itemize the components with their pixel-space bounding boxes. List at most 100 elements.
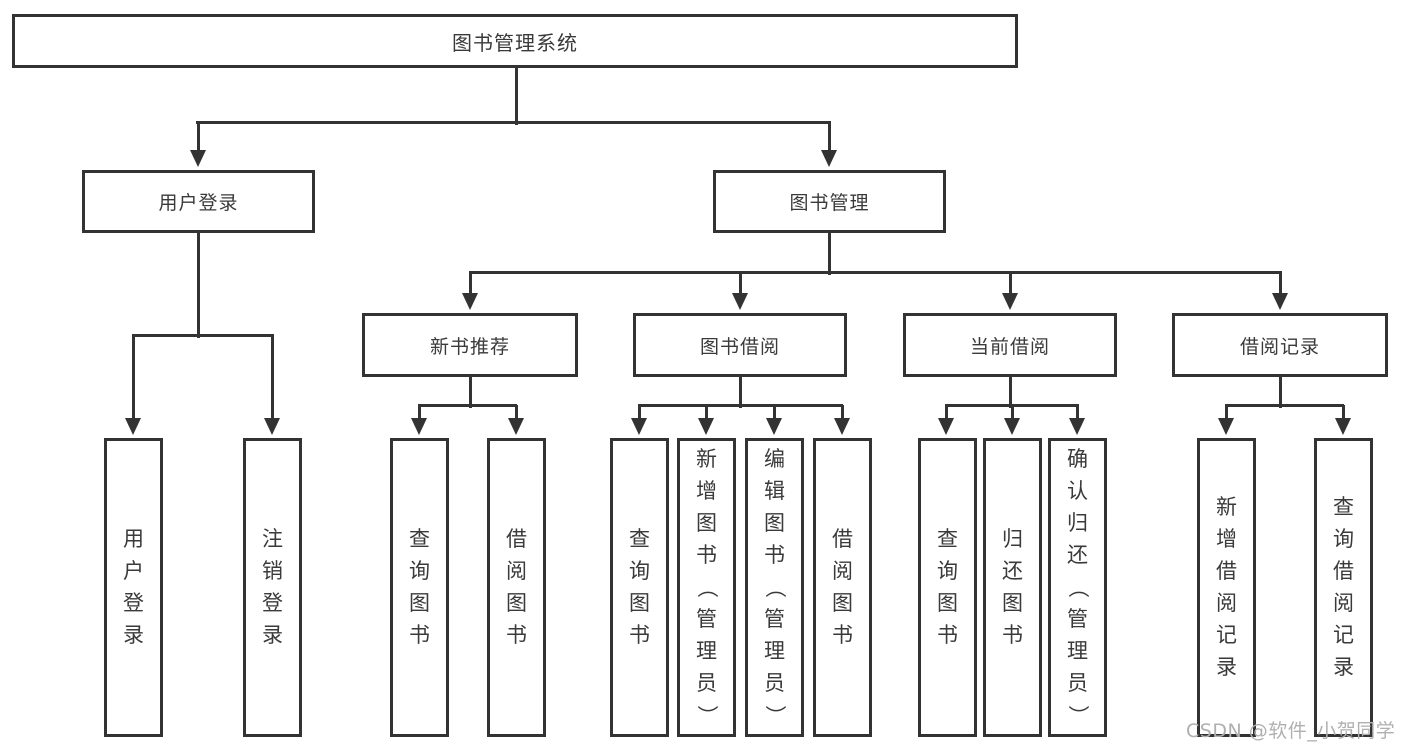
connector-arrow-stub	[841, 405, 844, 420]
node-label: 图书管理	[789, 192, 870, 214]
leaf-label-char: 理	[1067, 639, 1088, 663]
leaf-label-char: 查	[1333, 495, 1354, 519]
leaf-label-char: 阅	[1216, 591, 1237, 615]
leaf-label-char: 图	[696, 511, 717, 535]
arrowhead-down-icon	[1069, 418, 1085, 435]
leaf-label-char: 增	[696, 479, 717, 503]
leaf-label-char: 录	[1216, 655, 1237, 679]
connector-arrow-stub	[773, 405, 776, 420]
leaf-label-char: 编	[764, 447, 785, 471]
leaf-label-char: 书	[764, 543, 785, 567]
leaf-label-char: 确	[1067, 447, 1088, 471]
arrowhead-down-icon	[264, 418, 280, 435]
leaf-label-char: 查	[409, 527, 430, 551]
leaf-label-char: 理	[696, 639, 717, 663]
connector-vline	[515, 68, 518, 125]
connector-vline	[828, 233, 831, 275]
leaf-query-borrow-record: 查询借阅记录	[1314, 438, 1373, 737]
connector-arrow-stub	[638, 405, 641, 420]
connector-hline	[418, 404, 517, 407]
arrowhead-down-icon	[190, 150, 206, 167]
leaf-label-char: 员	[696, 671, 717, 695]
arrowhead-down-icon	[1002, 293, 1018, 310]
connector-arrow-stub	[271, 335, 274, 420]
node-user-login: 用户登录	[82, 170, 315, 233]
leaf-label-char: 记	[1216, 623, 1237, 647]
watermark-text: CSDN @软件_小贺同学	[1186, 720, 1396, 742]
leaf-label-char: 借	[506, 527, 527, 551]
connector-vline	[197, 233, 200, 338]
arrowhead-down-icon	[631, 418, 647, 435]
leaf-label-char: 询	[629, 559, 650, 583]
connector-hline	[196, 121, 831, 124]
leaf-query-books-borrow: 查询图书	[610, 438, 669, 737]
connector-arrow-stub	[197, 122, 200, 152]
arrowhead-down-icon	[508, 418, 524, 435]
leaf-label-char: 书	[629, 623, 650, 647]
connector-arrow-stub	[418, 405, 421, 420]
connector-arrow-stub	[1011, 405, 1014, 420]
leaf-label-char: 书	[937, 623, 958, 647]
arrowhead-down-icon	[834, 418, 850, 435]
arrowhead-down-icon	[732, 293, 748, 310]
connector-arrow-stub	[1009, 272, 1012, 295]
arrowhead-down-icon	[462, 293, 478, 310]
leaf-borrow-books-borrow: 借阅图书	[813, 438, 872, 737]
leaf-label-char: 员	[764, 671, 785, 695]
leaf-label-char: 理	[764, 639, 785, 663]
arrowhead-down-icon	[411, 418, 427, 435]
leaf-label-char: 询	[409, 559, 430, 583]
connector-vline	[1009, 377, 1012, 408]
leaf-label-char: 书	[409, 623, 430, 647]
leaf-label-char: 书	[832, 623, 853, 647]
leaf-logout: 注销登录	[243, 438, 302, 737]
connector-arrow-stub	[705, 405, 708, 420]
leaf-label-char: 查	[629, 527, 650, 551]
node-library-management-system: 图书管理系统	[12, 14, 1018, 68]
leaf-label-char: 询	[937, 559, 958, 583]
leaf-label-char: 管	[1067, 607, 1088, 631]
leaf-label-char: 图	[832, 591, 853, 615]
leaf-label-char: 还	[1067, 543, 1088, 567]
node-label: 借阅记录	[1239, 335, 1320, 358]
leaf-query-books-recommend: 查询图书	[390, 438, 449, 737]
leaf-label-char: 图	[629, 591, 650, 615]
node-label: 图书管理系统	[452, 30, 578, 55]
leaf-label-char: 书	[1002, 623, 1023, 647]
connector-hline	[469, 271, 1282, 274]
leaf-label-char: 书	[506, 623, 527, 647]
node-borrow-records: 借阅记录	[1172, 313, 1388, 377]
connector-vline	[739, 377, 742, 408]
connector-arrow-stub	[132, 335, 135, 420]
leaf-label-char: 注	[262, 527, 283, 551]
connector-arrow-stub	[1342, 405, 1345, 420]
leaf-label-char: 员	[1067, 671, 1088, 695]
connector-arrow-stub	[945, 405, 948, 420]
arrowhead-down-icon	[766, 418, 782, 435]
arrowhead-down-icon	[125, 418, 141, 435]
connector-hline	[132, 334, 274, 337]
leaf-label-char: 管	[764, 607, 785, 631]
leaf-return-book: 归还图书	[983, 438, 1042, 737]
arrowhead-down-icon	[1335, 418, 1351, 435]
leaf-label-char: 辑	[764, 479, 785, 503]
connector-hline	[638, 404, 843, 407]
node-book-management: 图书管理	[713, 170, 946, 233]
node-label: 图书借阅	[699, 335, 780, 358]
leaf-label-char: 借	[832, 527, 853, 551]
leaf-label-char: 图	[764, 511, 785, 535]
arrowhead-down-icon	[938, 418, 954, 435]
leaf-label-char: 图	[937, 591, 958, 615]
arrowhead-down-icon	[1218, 418, 1234, 435]
leaf-label-char: 图	[1002, 591, 1023, 615]
leaf-label-char: 阅	[506, 559, 527, 583]
connector-arrow-stub	[1076, 405, 1079, 420]
leaf-label-char: 户	[123, 559, 144, 583]
leaf-label-char: 阅	[1333, 591, 1354, 615]
node-book-borrow: 图书借阅	[633, 313, 847, 377]
leaf-label-char: 认	[1067, 479, 1088, 503]
node-current-borrow: 当前借阅	[903, 313, 1117, 377]
leaf-label-char: 图	[506, 591, 527, 615]
leaf-label-char: 录	[262, 623, 283, 647]
